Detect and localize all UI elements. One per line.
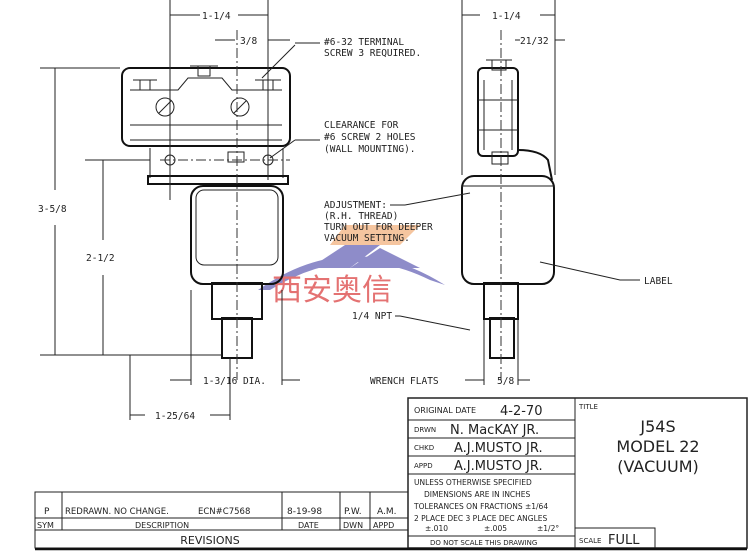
chkd-value: A.J.MUSTO JR. — [454, 441, 543, 456]
npt-note: 1/4 NPT — [352, 311, 392, 322]
title-type: (VACUUM) — [617, 457, 698, 476]
dim-side-width: 1-1/4 — [492, 11, 521, 22]
appd-value: A.J.MUSTO JR. — [454, 459, 543, 474]
dim-terminal-offset: 3/8 — [240, 36, 257, 47]
switch-housing — [121, 67, 291, 147]
original-date: 4-2-70 — [500, 404, 542, 419]
header-sym: SYM — [37, 521, 54, 530]
do-not-scale-note: DO NOT SCALE THIS DRAWING — [430, 539, 537, 547]
watermark-logo: 西安奥信 — [258, 225, 445, 308]
dim-side-offset: 21/32 — [520, 36, 549, 47]
appd-label: APPD — [414, 462, 433, 470]
side-body — [461, 175, 555, 285]
rev-sym: P — [44, 507, 50, 517]
watermark-text: 西安奥信 — [272, 273, 392, 308]
side-view — [461, 30, 555, 380]
title-label: TITLE — [578, 403, 598, 411]
wrench-flats-label: WRENCH FLATS — [370, 376, 439, 387]
header-dwn: DWN — [343, 521, 363, 530]
screw-head-icon — [230, 97, 250, 117]
clearance-note: CLEARANCE FOR#6 SCREW 2 HOLES(WALL MOUNT… — [324, 120, 416, 155]
rev-description: REDRAWN. NO CHANGE. — [65, 507, 169, 517]
chkd-label: CHKD — [414, 444, 434, 452]
dim-front-width: 1-1/4 — [202, 11, 231, 22]
rev-appd: A.M. — [377, 507, 397, 517]
original-date-label: ORIGINAL DATE — [414, 406, 476, 415]
dim-overall-height: 3-5/8 — [38, 204, 67, 215]
mounting-plate — [147, 175, 289, 185]
tolerance-notes: UNLESS OTHERWISE SPECIFIED DIMENSIONS AR… — [413, 478, 559, 533]
adjust-nut — [227, 151, 245, 163]
rev-date: 8-19-98 — [287, 507, 322, 517]
dimension-lines — [40, 0, 640, 420]
scale-value: FULL — [608, 533, 640, 548]
switch-body — [130, 77, 282, 141]
adjustment-note: ADJUSTMENT:(R.H. THREAD)TURN OUT FOR DEE… — [324, 200, 433, 244]
front-view — [121, 30, 291, 380]
header-appd: APPD — [373, 521, 394, 530]
drwn-label: DRWN — [414, 426, 436, 434]
dim-body-dia: 1-3/16 DIA. — [203, 376, 266, 387]
header-description: DESCRIPTION — [135, 521, 189, 530]
dim-body-height: 2-1/2 — [86, 253, 115, 264]
revisions-table — [34, 491, 409, 551]
rev-ecn: ECN#C7568 — [198, 507, 250, 517]
rev-dwn: P.W. — [344, 507, 362, 517]
dim-wrench-flats: 5/8 — [497, 376, 514, 387]
screw-head-icon — [155, 97, 175, 117]
side-fitting — [489, 317, 515, 359]
title-model: MODEL 22 — [616, 437, 699, 456]
header-date: DATE — [298, 521, 319, 530]
label-note: LABEL — [644, 276, 673, 287]
scale-label: SCALE — [579, 537, 601, 545]
mount-bracket — [517, 149, 553, 181]
title-part-number: J54S — [639, 417, 675, 436]
title-block — [407, 397, 748, 551]
revisions-title: REVISIONS — [180, 534, 239, 547]
dim-mount-offset: 1-25/64 — [155, 411, 195, 422]
drwn-value: N. MacKAY JR. — [450, 423, 539, 438]
side-housing — [477, 67, 519, 157]
